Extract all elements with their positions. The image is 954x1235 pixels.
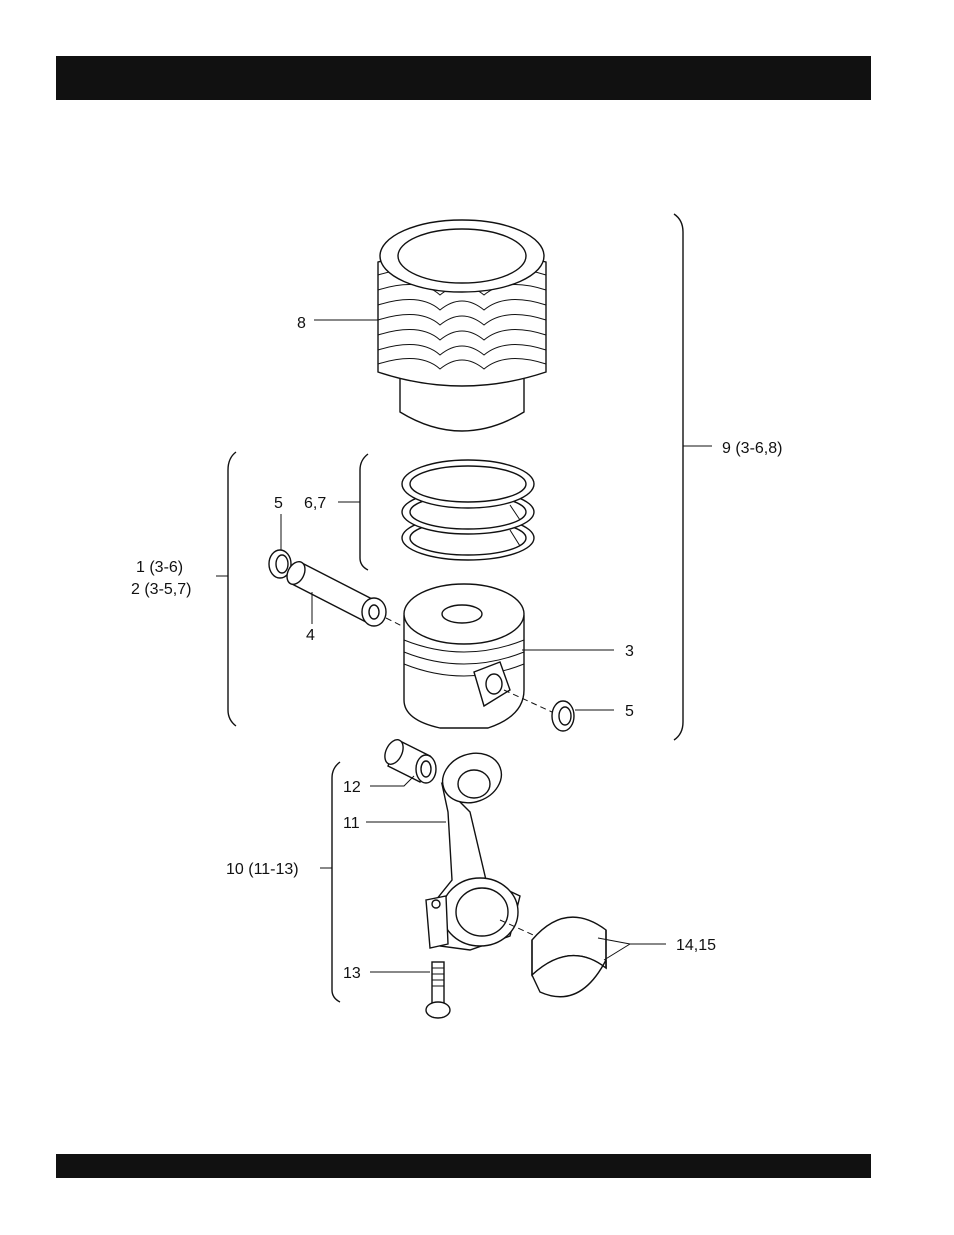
leader-14-b <box>604 944 630 960</box>
callout-2: 2 (3-5,7) <box>131 581 191 598</box>
callout-10: 10 (11-13) <box>226 861 299 878</box>
callout-5-left: 5 <box>274 495 283 512</box>
footer-bar <box>56 1154 871 1178</box>
callout-8: 8 <box>297 315 306 332</box>
bracket-9 <box>674 214 683 740</box>
connecting-rod-illustration <box>426 745 520 950</box>
circlip-right-illustration <box>552 701 574 731</box>
piston-rings-illustration <box>402 460 534 560</box>
callout-6-7: 6,7 <box>304 495 326 512</box>
bearing-shell-illustration <box>532 917 606 997</box>
piston-pin-illustration <box>283 559 386 626</box>
leader-12 <box>370 776 414 786</box>
callout-14-15: 14,15 <box>676 937 716 954</box>
callout-12: 12 <box>343 779 361 796</box>
bushing-illustration <box>381 737 436 783</box>
bracket-10 <box>332 762 340 1002</box>
callout-11: 11 <box>343 815 360 832</box>
callout-1: 1 (3-6) <box>136 559 183 576</box>
cylinder-illustration <box>378 220 546 431</box>
bracket-1-2 <box>228 452 236 726</box>
callout-5-right: 5 <box>625 703 634 720</box>
bracket-6-7 <box>360 454 368 570</box>
callout-3: 3 <box>625 643 634 660</box>
callout-4: 4 <box>306 627 315 644</box>
piston-illustration <box>404 584 524 728</box>
callout-13: 13 <box>343 965 361 982</box>
callout-9: 9 (3-6,8) <box>722 440 782 457</box>
bolt-illustration <box>426 962 450 1018</box>
